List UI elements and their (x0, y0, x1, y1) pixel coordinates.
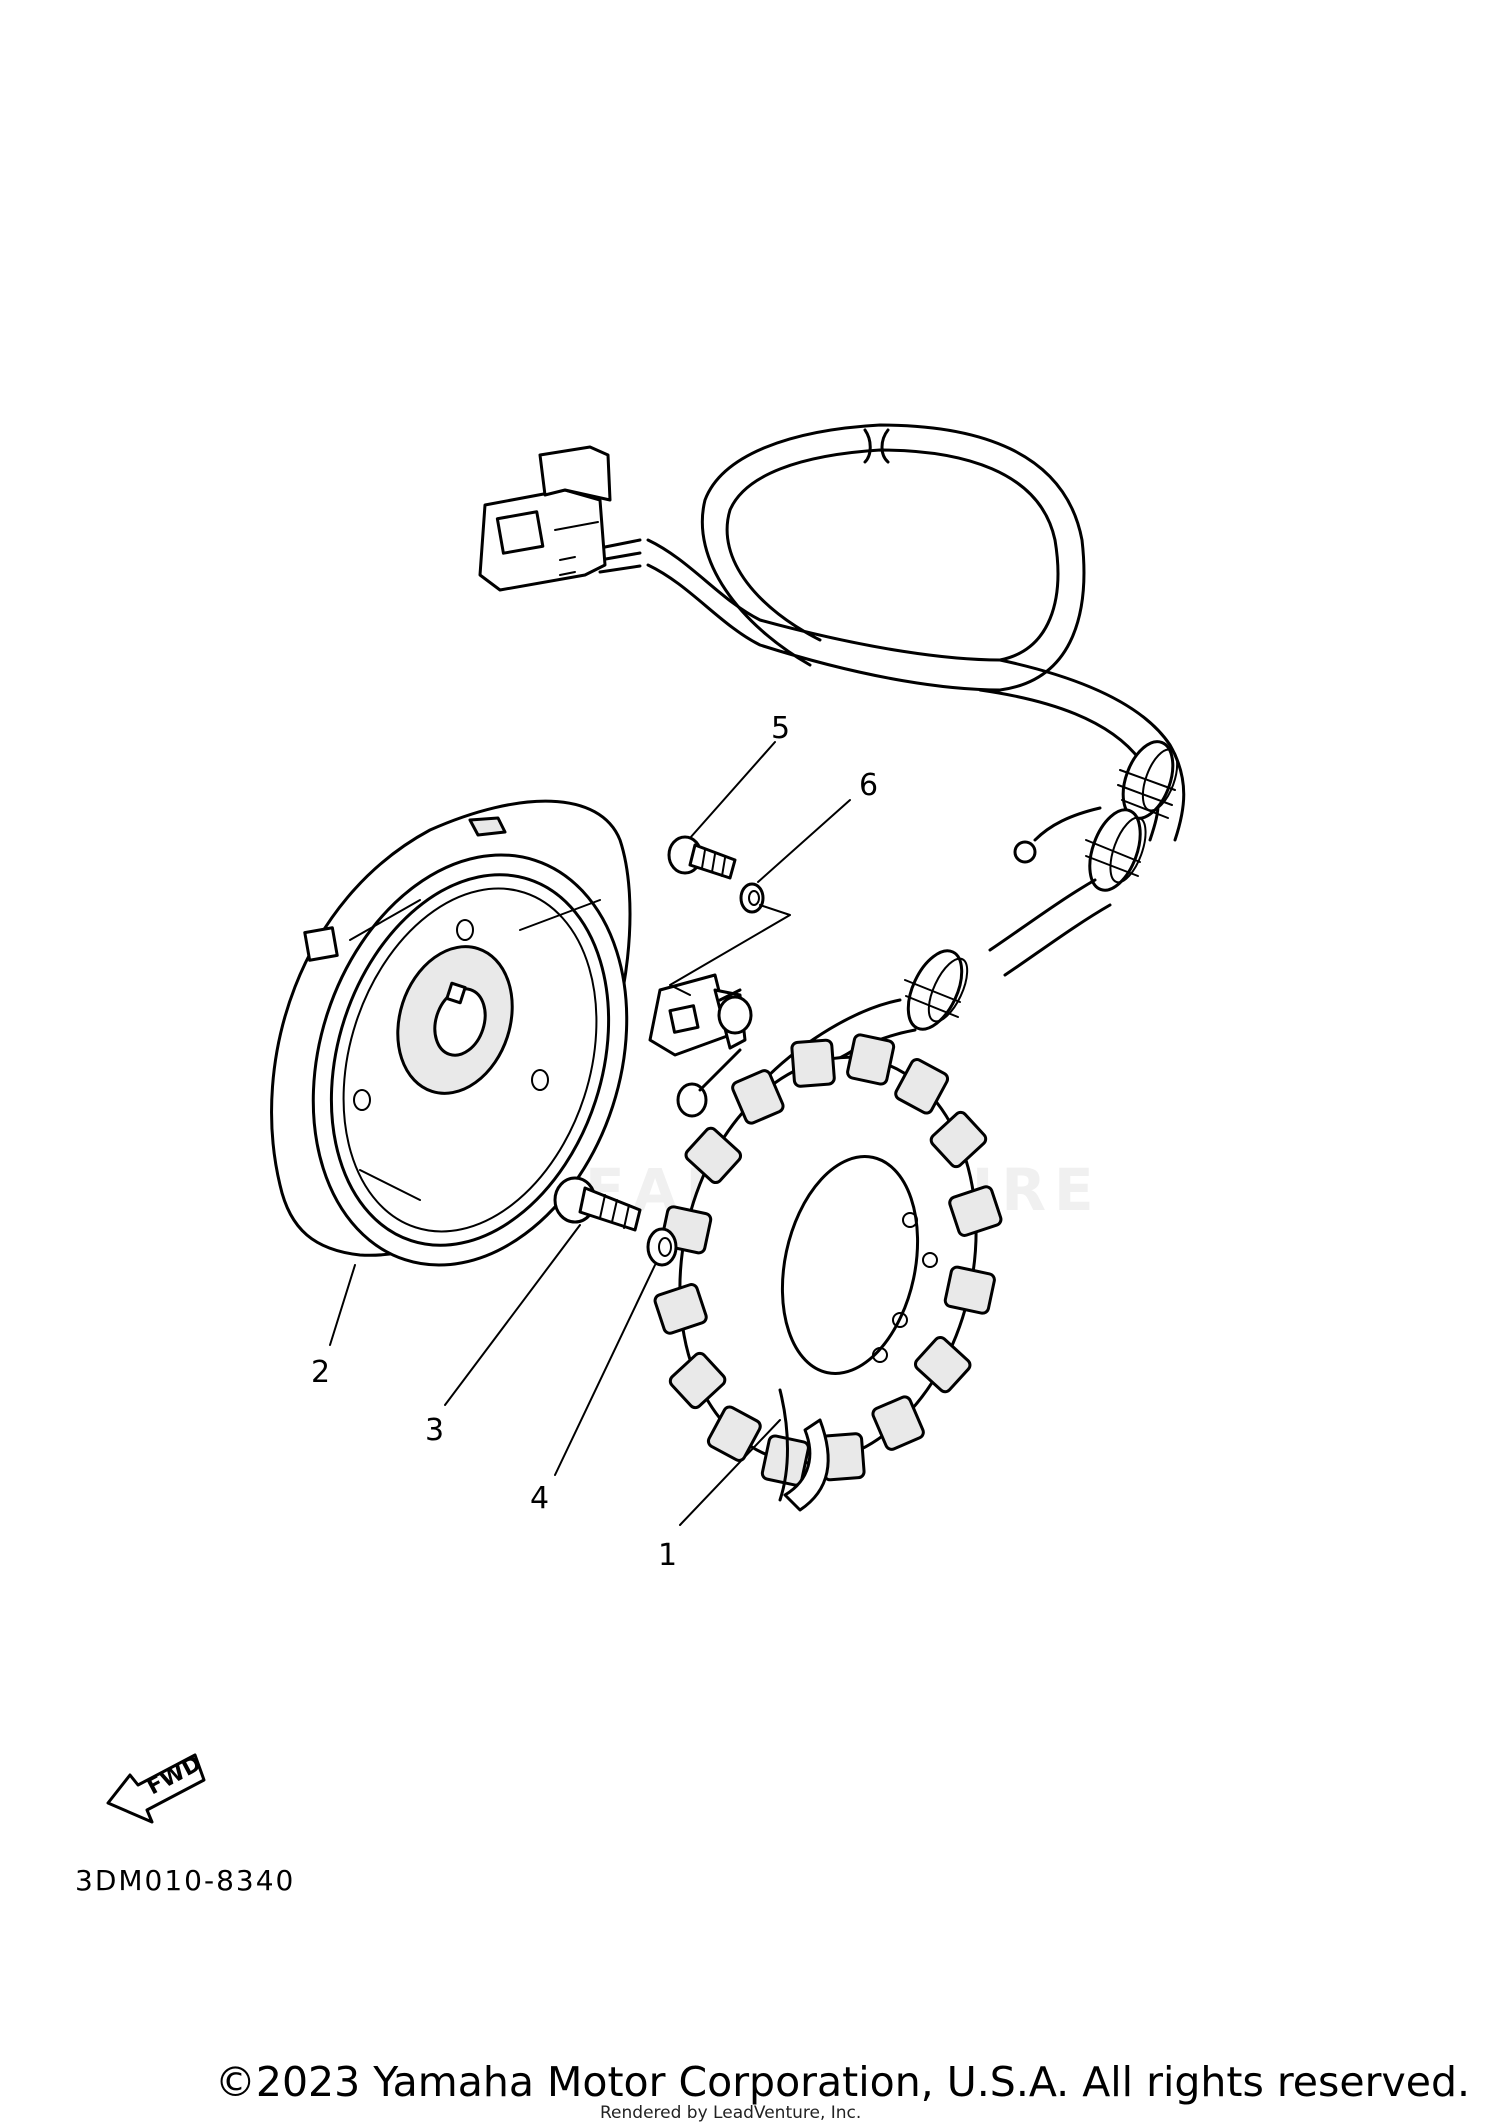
stator-tooth (846, 1033, 896, 1086)
harness-grommet-lower (904, 949, 969, 1031)
washer-6 (739, 882, 765, 914)
rendered-by-text: Rendered by LeadVenture, Inc. (600, 2103, 862, 2123)
fwd-arrow-icon: FWD (106, 1751, 206, 1824)
ring-terminal (1013, 840, 1037, 864)
stator-tooth (790, 1038, 836, 1088)
callout-3: 3 (425, 1413, 444, 1448)
callout-5: 5 (771, 711, 790, 746)
harness-grommet-upper (1117, 740, 1179, 820)
stator-tooth (668, 1351, 727, 1410)
washer-4 (646, 1227, 678, 1267)
stator-tooth (943, 1265, 996, 1315)
drawing-code: 3DM010-8340 (75, 1864, 295, 1897)
bolt-3 (553, 1176, 642, 1232)
wire-connector (478, 445, 612, 592)
mount-line (669, 904, 791, 996)
stator-tooth (653, 1283, 708, 1335)
stator-tooth (929, 1110, 988, 1169)
copyright-text: ©2023 Yamaha Motor Corporation, U.S.A. A… (214, 2058, 1470, 2106)
stator-tooth (913, 1335, 972, 1394)
flywheel-rotor (270, 799, 632, 1267)
callout-2: 2 (311, 1355, 330, 1390)
pickup-coil (648, 973, 753, 1118)
screw-5 (667, 835, 737, 880)
stator-tooth (706, 1405, 762, 1462)
wire-harness (598, 423, 1186, 1212)
harness-grommet-middle (1085, 808, 1147, 892)
stator-tooth (948, 1185, 1003, 1237)
stator-tooth (684, 1126, 743, 1185)
callout-4: 4 (530, 1481, 549, 1516)
callout-1: 1 (658, 1538, 677, 1573)
leader-lines (329, 741, 851, 1526)
stator-tooth (731, 1069, 785, 1125)
stator-tooth (871, 1395, 925, 1451)
stator-tooth (894, 1058, 950, 1115)
stator (653, 1033, 1003, 1512)
stator-tooth (760, 1434, 810, 1487)
callout-6: 6 (859, 768, 878, 803)
